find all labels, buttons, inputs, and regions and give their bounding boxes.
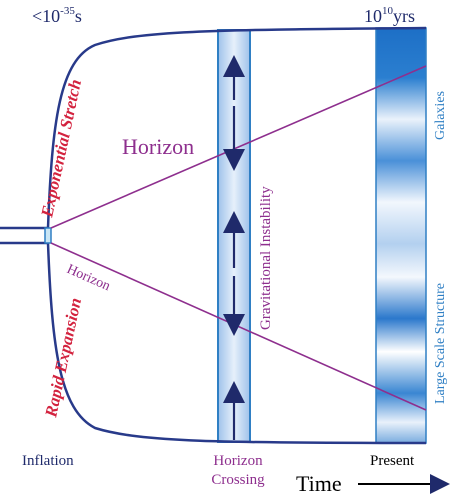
label-time: Time bbox=[296, 471, 342, 496]
label-early-time: <10-35s bbox=[32, 5, 82, 26]
upper-horizon-line bbox=[50, 65, 427, 229]
label-gravitational-instability: Gravitational Instability bbox=[258, 186, 274, 330]
label-inflation: Inflation bbox=[22, 453, 74, 469]
upper-expansion-curve bbox=[46, 26, 427, 229]
label-large-scale-structure: Large Scale Structure bbox=[433, 283, 448, 404]
label-horizon-large: Horizon bbox=[122, 134, 194, 159]
label-present-time: 1010yrs bbox=[364, 5, 415, 26]
label-horizon-crossing-2: Crossing bbox=[211, 472, 265, 488]
initial-patch bbox=[44, 227, 52, 244]
label-present: Present bbox=[370, 453, 415, 469]
label-exponential-stretch: Exponential Stretch bbox=[37, 78, 85, 220]
lower-expansion-curve bbox=[46, 242, 427, 445]
label-horizon-crossing-1: Horizon bbox=[213, 453, 263, 469]
label-rapid-expansion: Rapid Expansion bbox=[41, 296, 85, 420]
label-galaxies: Galaxies bbox=[433, 91, 448, 140]
present-band bbox=[375, 27, 427, 444]
